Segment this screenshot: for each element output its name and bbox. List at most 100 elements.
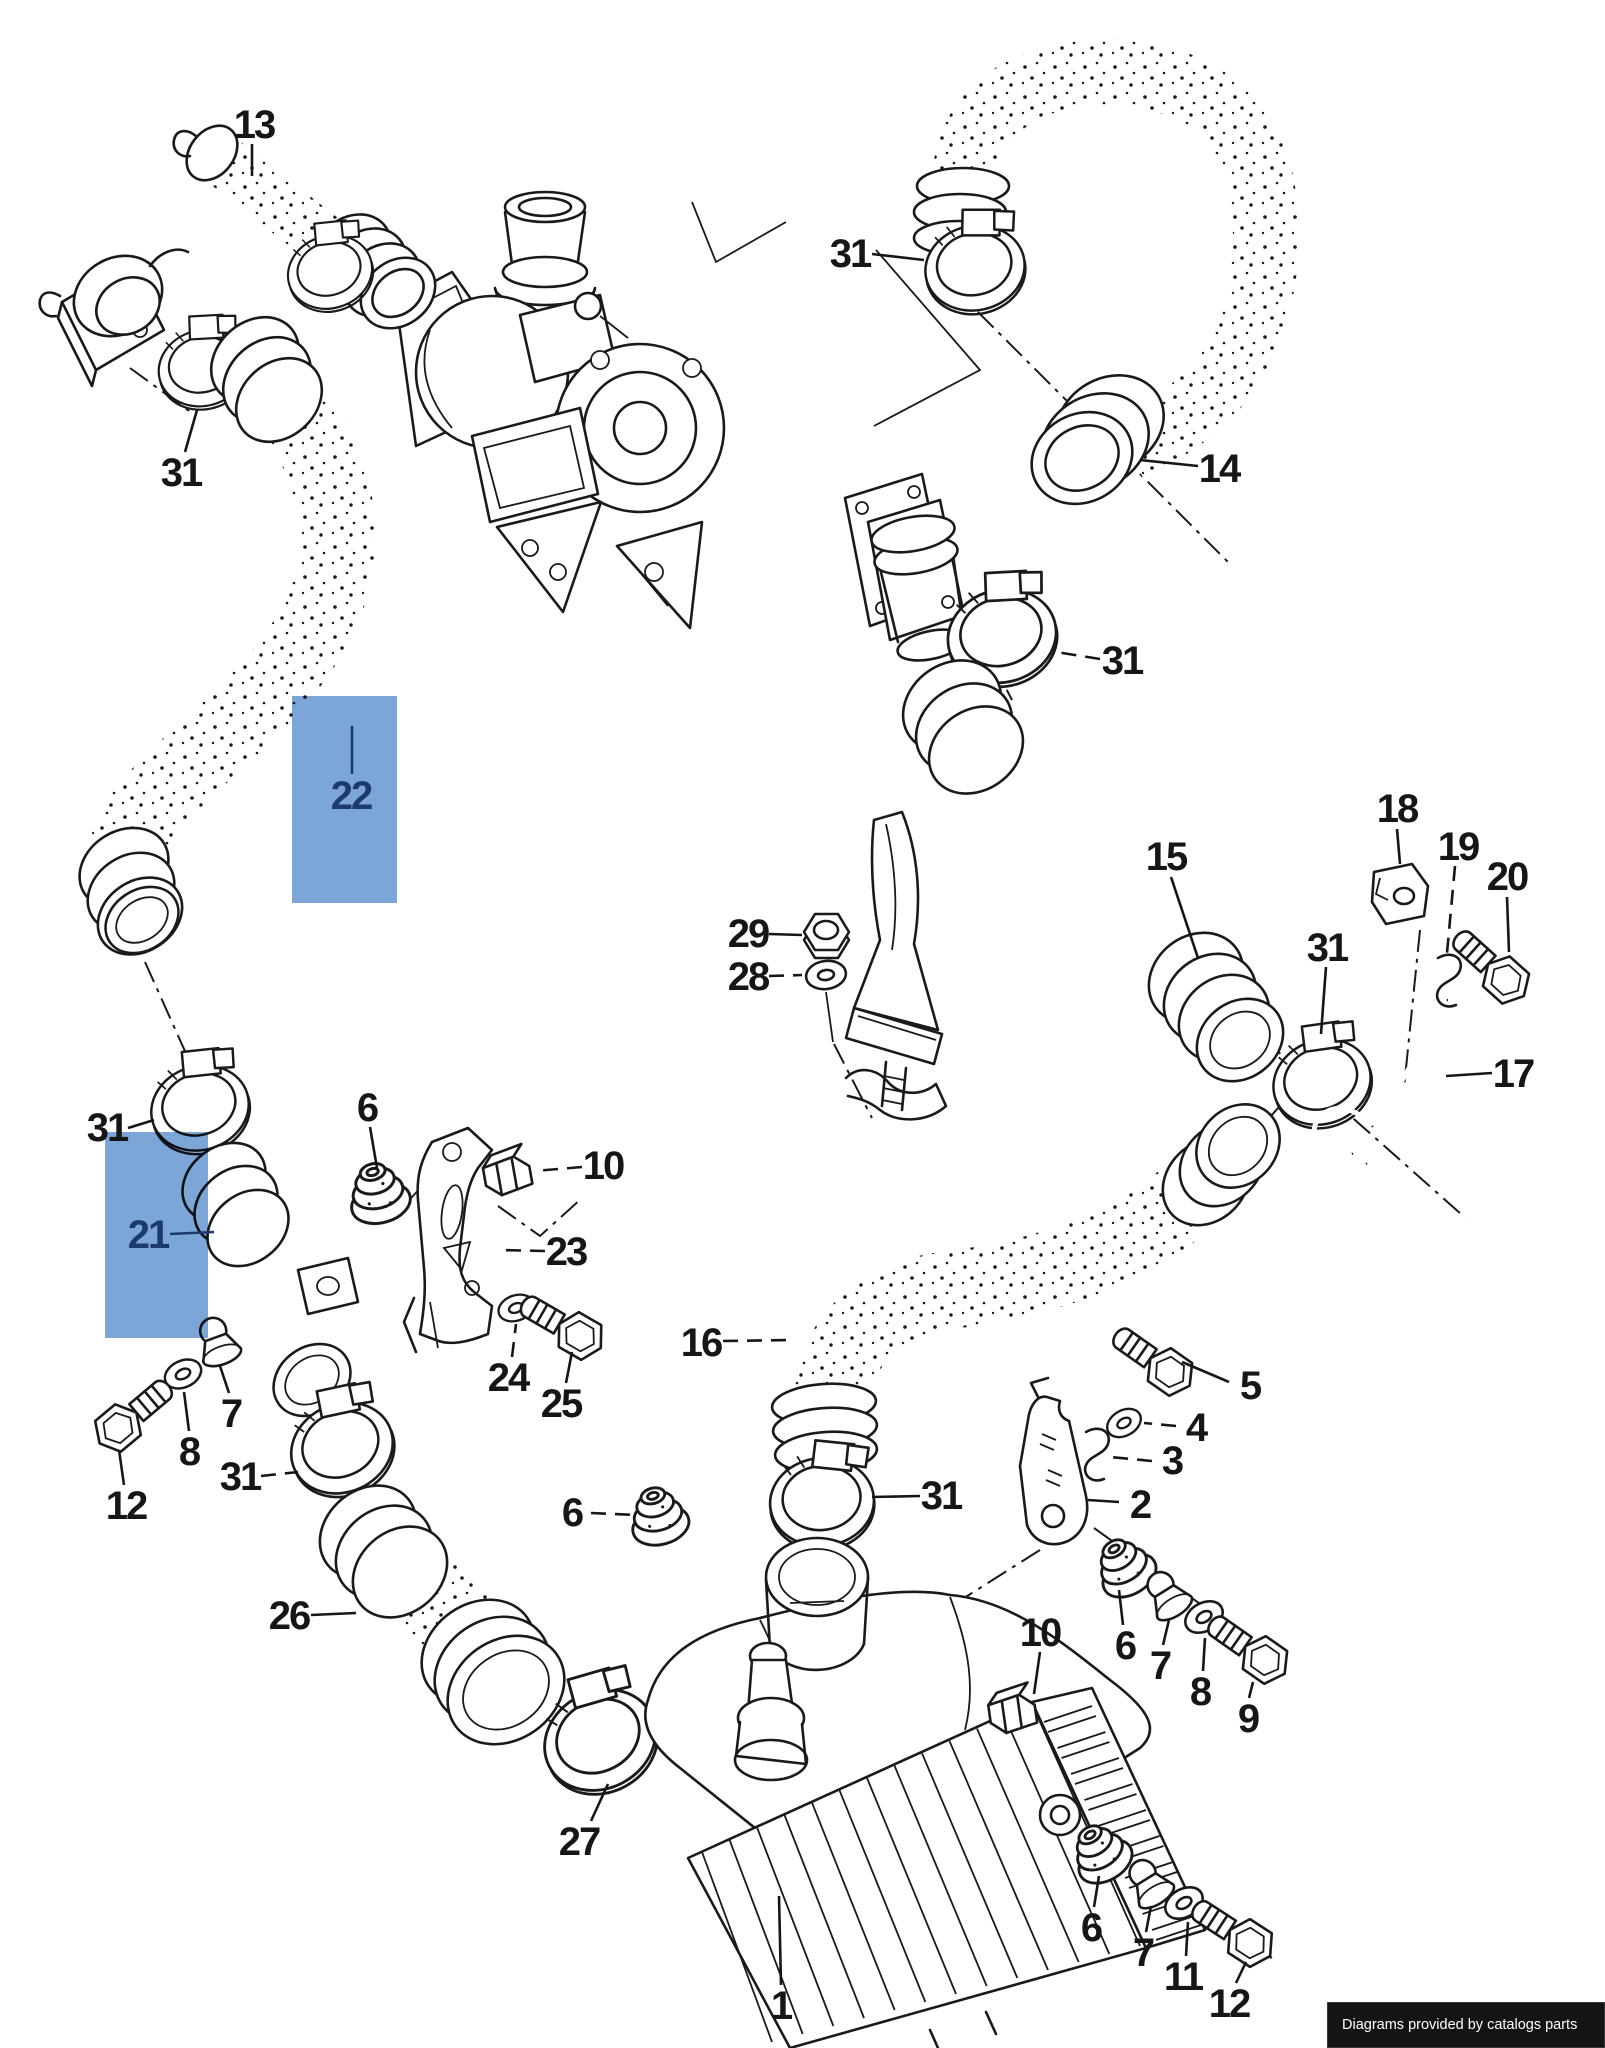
part-label-31-1[interactable]: 31	[161, 409, 205, 495]
part-label-13-0[interactable]: 13	[234, 103, 277, 176]
part-label-7-21[interactable]: 7	[218, 1365, 244, 1436]
part-number-5[interactable]: 5	[1240, 1364, 1264, 1408]
part-number-10[interactable]: 10	[1020, 1611, 1063, 1655]
part-label-25-20[interactable]: 25	[541, 1351, 585, 1426]
part-number-31[interactable]: 31	[921, 1474, 965, 1518]
part-label-9-37[interactable]: 9	[1238, 1681, 1261, 1741]
part-number-19[interactable]: 19	[1438, 825, 1481, 869]
part-number-6[interactable]: 6	[1081, 1906, 1104, 1950]
part-number-14[interactable]: 14	[1199, 447, 1244, 491]
part-number-29[interactable]: 29	[728, 912, 771, 956]
part-label-31-28[interactable]: 31	[871, 1474, 965, 1518]
part-number-31[interactable]: 31	[161, 451, 205, 495]
part-label-6-39[interactable]: 6	[1081, 1875, 1104, 1950]
part-label-31-12[interactable]: 31	[1307, 926, 1351, 1035]
part-number-28[interactable]: 28	[728, 955, 772, 999]
bracket-2	[1018, 1376, 1089, 1546]
part-label-10-38[interactable]: 10	[1020, 1611, 1063, 1695]
part-label-6-34[interactable]: 6	[1115, 1589, 1138, 1668]
part-label-7-35[interactable]: 7	[1150, 1619, 1173, 1688]
part-number-17[interactable]: 17	[1493, 1052, 1536, 1096]
part-number-11[interactable]: 11	[1164, 1955, 1206, 1999]
part-number-25[interactable]: 25	[541, 1382, 585, 1426]
part-number-1[interactable]: 1	[771, 1984, 795, 2028]
part-number-31[interactable]: 31	[1307, 926, 1351, 970]
leader-line-1	[777, 1895, 783, 1986]
part-number-26[interactable]: 26	[269, 1594, 312, 1638]
part-number-13[interactable]: 13	[234, 103, 277, 147]
part-label-22-2[interactable]: 22	[331, 726, 374, 818]
leader-line-21	[169, 1230, 215, 1236]
part-label-17-13[interactable]: 17	[1445, 1052, 1536, 1096]
part-label-31-24[interactable]: 31	[220, 1455, 299, 1499]
part-label-12-23[interactable]: 12	[106, 1449, 149, 1528]
part-number-8[interactable]: 8	[1190, 1670, 1214, 1714]
part-number-9[interactable]: 9	[1238, 1697, 1261, 1741]
part-number-22[interactable]: 22	[331, 774, 374, 818]
part-label-20-11[interactable]: 20	[1487, 855, 1530, 953]
part-number-12[interactable]: 12	[106, 1484, 149, 1528]
part-label-21-4[interactable]: 21	[128, 1213, 215, 1257]
part-label-5-30[interactable]: 5	[1181, 1360, 1264, 1408]
leader-line-7	[1161, 1619, 1171, 1646]
part-number-12[interactable]: 12	[1209, 1982, 1252, 2026]
part-label-29-14[interactable]: 29	[728, 912, 803, 956]
part-number-10[interactable]: 10	[583, 1144, 626, 1188]
part-label-26-25[interactable]: 26	[269, 1594, 357, 1638]
part-label-19-10[interactable]: 19	[1438, 825, 1481, 954]
part-number-24[interactable]: 24	[488, 1356, 533, 1400]
part-number-27[interactable]: 27	[559, 1820, 602, 1864]
part-label-18-9[interactable]: 18	[1377, 787, 1421, 865]
leader-line-31	[871, 1494, 921, 1499]
part-number-16[interactable]: 16	[681, 1321, 724, 1365]
part-label-16-27[interactable]: 16	[681, 1321, 791, 1365]
part-number-2[interactable]: 2	[1130, 1483, 1153, 1527]
part-label-23-18[interactable]: 23	[497, 1230, 589, 1274]
part-number-6[interactable]: 6	[1115, 1624, 1138, 1668]
part-number-20[interactable]: 20	[1487, 855, 1530, 899]
part-label-7-40[interactable]: 7	[1133, 1905, 1156, 1975]
part-label-12-42[interactable]: 12	[1209, 1961, 1252, 2026]
highlight-region-21[interactable]	[105, 1132, 208, 1338]
part-number-31[interactable]: 31	[1102, 639, 1146, 683]
part-label-14-6[interactable]: 14	[1139, 447, 1244, 491]
flange-elbow	[38, 248, 190, 388]
part-label-10-17[interactable]: 10	[533, 1144, 626, 1188]
hose-15	[901, 659, 1285, 1083]
part-number-7[interactable]: 7	[221, 1392, 244, 1436]
part-label-27-26[interactable]: 27	[559, 1783, 610, 1864]
part-number-7[interactable]: 7	[1133, 1931, 1156, 1975]
part-number-18[interactable]: 18	[1377, 787, 1421, 831]
part-number-7[interactable]: 7	[1150, 1644, 1173, 1688]
part-number-3[interactable]: 3	[1162, 1439, 1185, 1483]
part-label-31-7[interactable]: 31	[1055, 639, 1146, 683]
washer-28	[802, 957, 850, 993]
part-number-31[interactable]: 31	[830, 232, 874, 276]
part-label-6-16[interactable]: 6	[357, 1086, 380, 1169]
part-label-2-33[interactable]: 2	[1087, 1483, 1153, 1527]
part-label-8-36[interactable]: 8	[1190, 1637, 1214, 1714]
part-label-6-29[interactable]: 6	[562, 1491, 637, 1535]
part-number-23[interactable]: 23	[546, 1230, 589, 1274]
part-number-8[interactable]: 8	[179, 1430, 203, 1474]
part-label-11-41[interactable]: 11	[1164, 1921, 1206, 1999]
part-number-6[interactable]: 6	[562, 1491, 585, 1535]
part-label-1-43[interactable]: 1	[771, 1895, 795, 2028]
part-label-3-32[interactable]: 3	[1109, 1439, 1185, 1483]
part-label-24-19[interactable]: 24	[488, 1323, 533, 1400]
part-number-15[interactable]: 15	[1146, 835, 1190, 879]
part-label-31-3[interactable]: 31	[87, 1106, 155, 1150]
part-number-4[interactable]: 4	[1186, 1406, 1211, 1450]
part-label-15-8[interactable]: 15	[1146, 835, 1200, 959]
part-label-31-5[interactable]: 31	[830, 232, 925, 276]
part-label-8-22[interactable]: 8	[179, 1391, 203, 1474]
part-number-31[interactable]: 31	[220, 1455, 264, 1499]
highlight-region-22[interactable]	[292, 696, 397, 903]
louver-line	[1084, 1783, 1137, 1811]
part-label-28-15[interactable]: 28	[728, 955, 803, 999]
clip-18	[1370, 862, 1430, 926]
part-number-6[interactable]: 6	[357, 1086, 380, 1130]
part-number-21[interactable]: 21	[128, 1213, 172, 1257]
leader-line-25	[564, 1351, 574, 1384]
part-number-31[interactable]: 31	[87, 1106, 131, 1150]
